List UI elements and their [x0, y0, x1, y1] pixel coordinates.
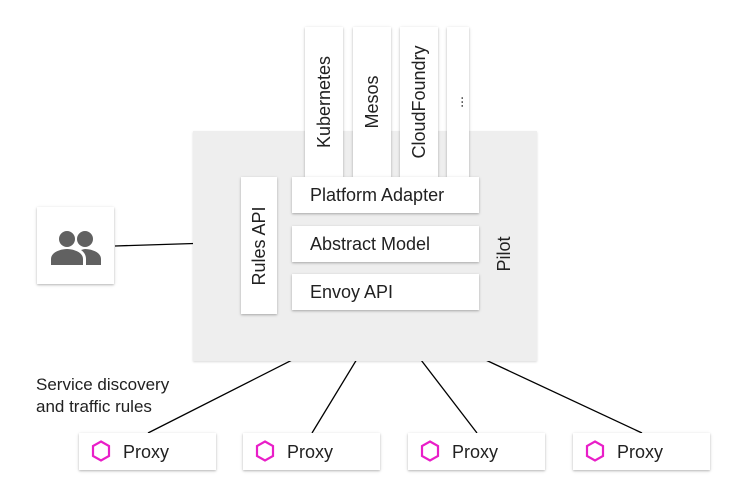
- platform-label: CloudFoundry: [409, 45, 429, 159]
- proxy-label: Proxy: [452, 441, 499, 462]
- caption-line: and traffic rules: [36, 397, 152, 416]
- abstract-model-card: Abstract Model: [292, 226, 479, 262]
- hexagon-icon: [91, 440, 111, 462]
- proxy-card: Proxy: [573, 433, 710, 470]
- rules-api-card: Rules API: [241, 177, 277, 314]
- rules-api-label: Rules API: [249, 205, 269, 286]
- platform-label: Kubernetes: [314, 55, 334, 149]
- envoy-api-card: Envoy API: [292, 274, 479, 310]
- caption-line: Service discovery: [36, 375, 170, 394]
- layer-label: Envoy API: [310, 282, 394, 302]
- proxy-card: Proxy: [79, 433, 216, 470]
- layer-label: Platform Adapter: [310, 185, 445, 205]
- layer-label: Abstract Model: [310, 234, 431, 254]
- proxy-label: Proxy: [287, 441, 334, 462]
- proxy-card: Proxy: [243, 433, 380, 470]
- platform-card-cloudfoundry: CloudFoundry: [400, 27, 438, 177]
- proxy-label: Proxy: [617, 441, 664, 462]
- proxy-label: Proxy: [123, 441, 170, 462]
- platform-label: Mesos: [362, 75, 382, 129]
- platform-label: ...: [450, 96, 466, 108]
- hexagon-icon: [585, 440, 605, 462]
- hexagon-icon: [420, 440, 440, 462]
- platform-adapter-card: Platform Adapter: [292, 177, 479, 213]
- users-card: [37, 207, 114, 284]
- caption: Service discovery and traffic rules: [36, 374, 169, 418]
- platform-card-more: ...: [447, 27, 469, 177]
- proxy-card: Proxy: [408, 433, 545, 470]
- pilot-label: Pilot: [494, 236, 514, 272]
- platform-card-mesos: Mesos: [353, 27, 391, 177]
- hexagon-icon: [255, 440, 275, 462]
- platform-card-kubernetes: Kubernetes: [305, 27, 343, 177]
- group-icon: [51, 231, 101, 265]
